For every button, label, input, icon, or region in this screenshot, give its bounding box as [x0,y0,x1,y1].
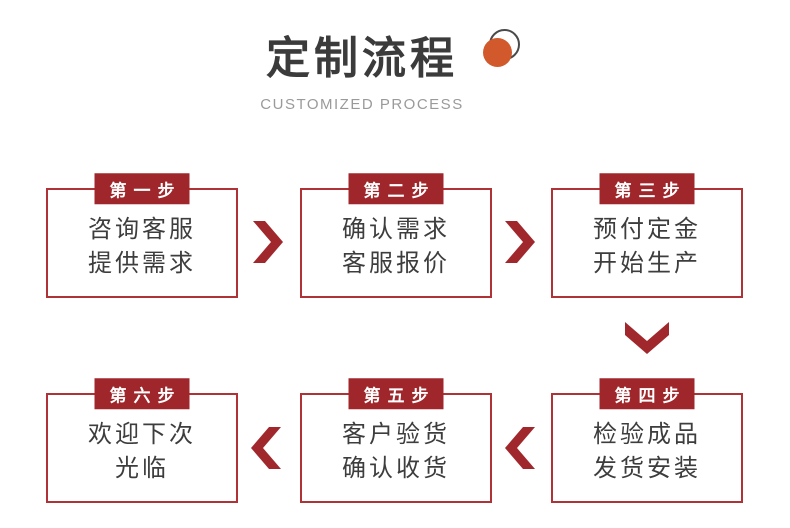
step-text-6: 欢迎下次 光临 [88,418,196,486]
page-title: 定制流程 [266,34,458,83]
chevron-left-icon [505,427,535,469]
step-4-line-2: 发货安装 [593,455,701,482]
step-3-line-1: 预付定金 [593,216,701,243]
chevron-right-icon [253,221,283,263]
step-text-4: 检验成品 发货安装 [593,418,701,486]
step-1-line-1: 咨询客服 [88,216,196,243]
step-text-3: 预付定金 开始生产 [593,213,701,281]
chevron-right-icon [505,221,535,263]
step-5-line-1: 客户验货 [342,421,450,448]
chevron-left-icon [251,427,281,469]
step-2-line-2: 客服报价 [342,250,450,277]
page-subtitle: CUSTOMIZED PROCESS [260,96,464,113]
step-1-line-2: 提供需求 [88,250,196,277]
orange-dot-icon [483,38,512,67]
step-text-5: 客户验货 确认收货 [342,418,450,486]
step-badge-1: 第一步 [94,173,190,205]
step-2-line-1: 确认需求 [342,216,450,243]
step-badge-4: 第四步 [599,378,695,410]
step-6-line-2: 光临 [115,455,169,482]
step-3-line-2: 开始生产 [593,250,701,277]
step-card-6: 第六步 欢迎下次 光临 [46,378,238,503]
step-5-line-2: 确认收货 [342,455,450,482]
step-badge-6: 第六步 [94,378,190,410]
step-6-line-1: 欢迎下次 [88,421,196,448]
step-badge-5: 第五步 [348,378,444,410]
step-card-3: 第三步 预付定金 开始生产 [551,173,743,298]
step-card-1: 第一步 咨询客服 提供需求 [46,173,238,298]
step-text-2: 确认需求 客服报价 [342,213,450,281]
step-card-4: 第四步 检验成品 发货安装 [551,378,743,503]
step-4-line-1: 检验成品 [593,421,701,448]
step-badge-2: 第二步 [348,173,444,205]
chevron-down-icon [625,322,669,354]
step-card-2: 第二步 确认需求 客服报价 [300,173,492,298]
step-badge-3: 第三步 [599,173,695,205]
step-card-5: 第五步 客户验货 确认收货 [300,378,492,503]
step-text-1: 咨询客服 提供需求 [88,213,196,281]
